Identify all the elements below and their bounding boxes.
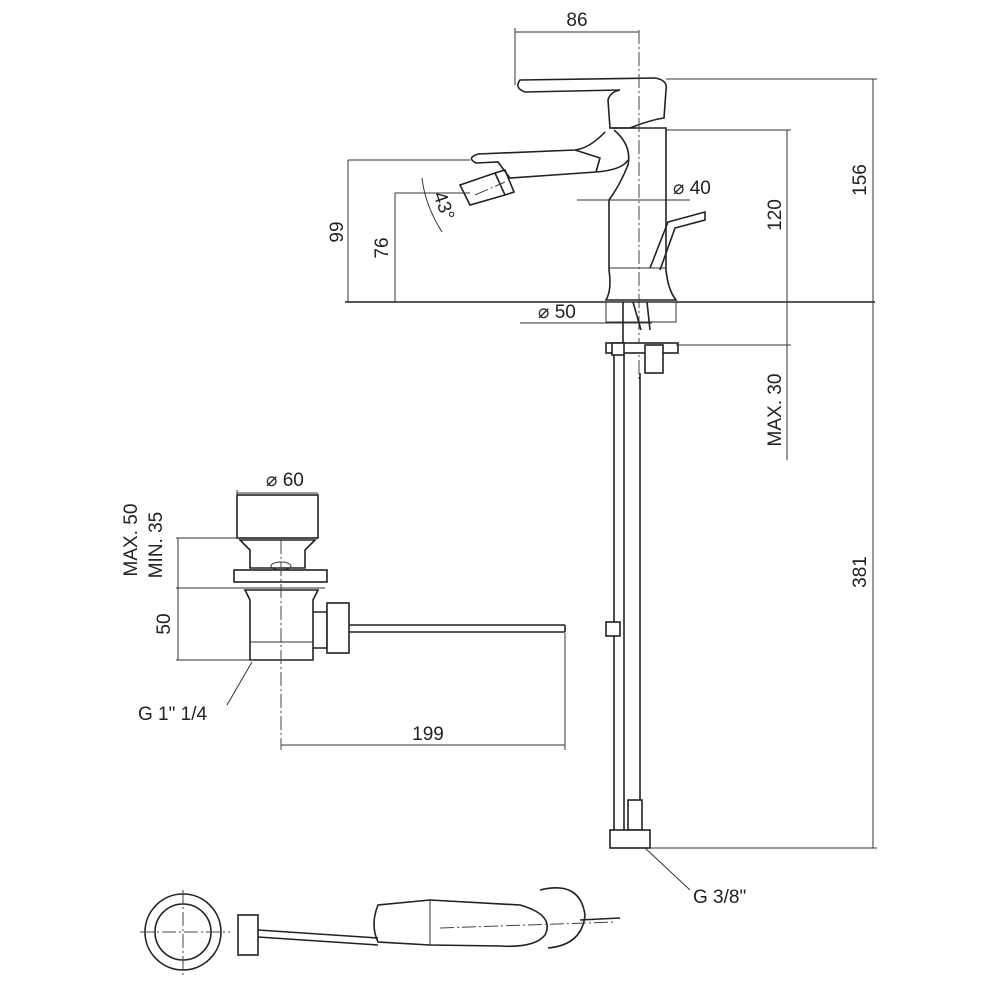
- dim-base-diameter: ⌀ 50: [538, 302, 576, 323]
- label-hose-thread: G 3/8": [693, 887, 746, 908]
- dim-max-deck-thickness: MAX. 30: [765, 374, 786, 447]
- dim-max-label: MAX. 50: [121, 504, 142, 577]
- dim-spout-reach: 86: [566, 10, 587, 31]
- dim-cap-diameter: ⌀ 60: [266, 470, 304, 491]
- dim-body-diameter: ⌀ 40: [673, 178, 711, 199]
- drain-side-view: [233, 494, 566, 750]
- top-plan-view: [140, 886, 621, 975]
- dim-hose-length: 381: [850, 556, 871, 588]
- dim-body-height: 120: [765, 199, 786, 231]
- faucet-side-view: [345, 30, 875, 891]
- dim-nozzle-height: 76: [372, 237, 393, 258]
- dim-drain-body-height: 50: [154, 613, 175, 634]
- dim-lever-height: 99: [327, 221, 348, 242]
- drain-dimension-lines: ⌀ 60 MAX. 50 MIN. 35 50 G 1" 1/4 199: [121, 470, 566, 750]
- faucet-dimension-lines: 86 156 120 99 76 43° ⌀ 40 ⌀ 50 MAX. 30 3…: [327, 10, 877, 908]
- label-drain-thread: G 1" 1/4: [138, 704, 207, 725]
- dim-rod-length: 199: [412, 724, 444, 745]
- dim-total-height: 156: [850, 164, 871, 196]
- dim-min-label: MIN. 35: [146, 512, 167, 579]
- dim-nozzle-angle: 43°: [428, 189, 458, 223]
